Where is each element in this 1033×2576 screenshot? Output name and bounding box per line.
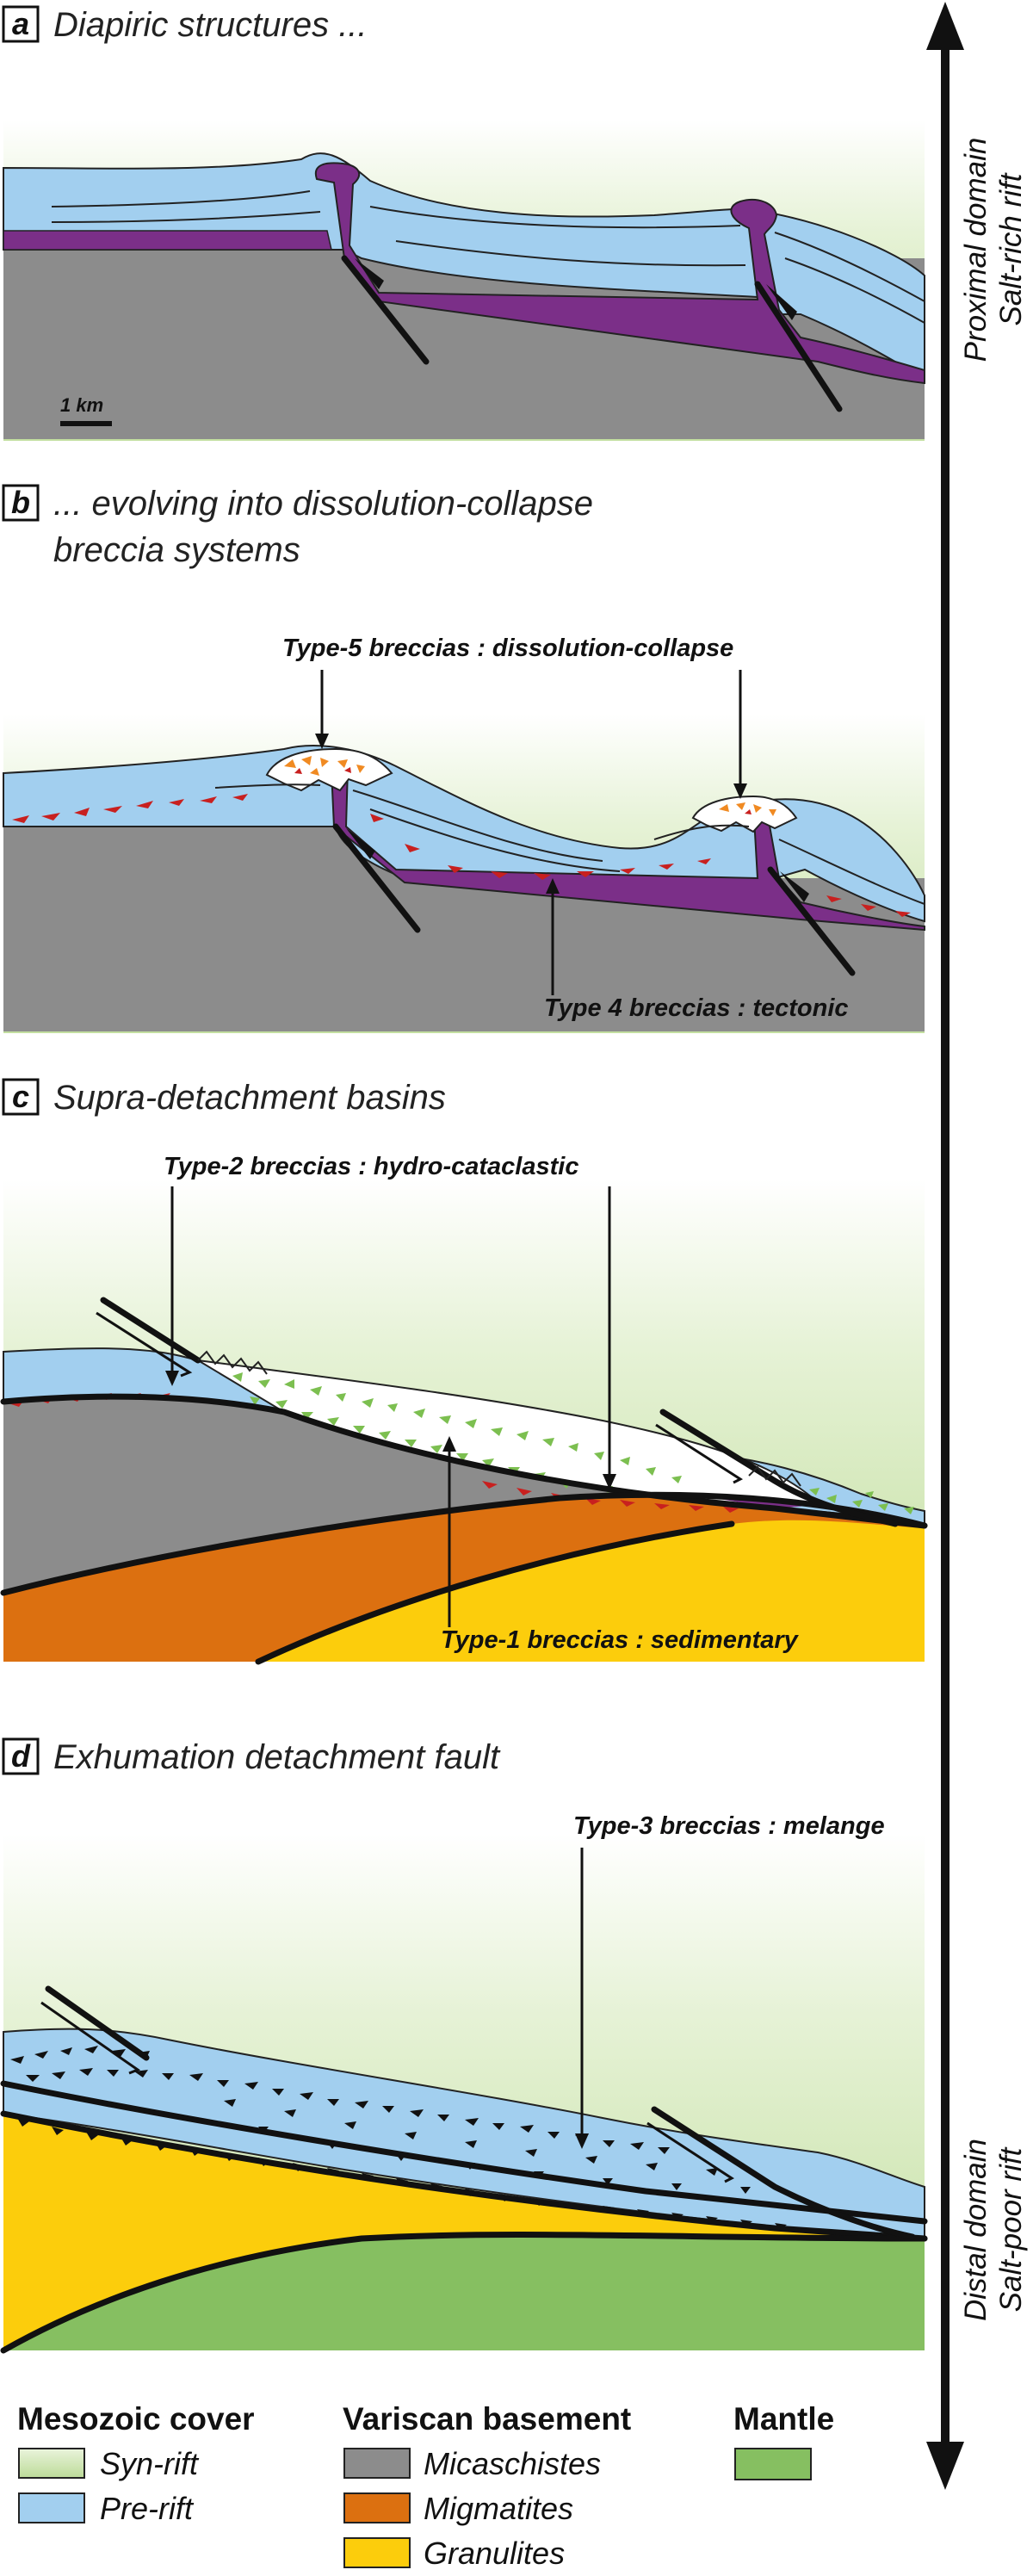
type1-breccias-label: Type-1 breccias : sedimentary bbox=[441, 1626, 800, 1654]
legend-migmatites-swatch bbox=[343, 2492, 411, 2523]
legend-mantle-swatch bbox=[734, 2448, 812, 2480]
panel-b-salt-remnants bbox=[330, 766, 925, 932]
axis-top-label-line1: Proximal domain bbox=[959, 138, 993, 362]
panel-b-normal-faults bbox=[332, 823, 856, 976]
axis-top-label-line2: Salt-rich rift bbox=[994, 172, 1028, 325]
panel-d-letter: d bbox=[11, 1738, 31, 1774]
panel-a-salt-layer bbox=[3, 230, 332, 251]
type4-pointer-head bbox=[546, 878, 560, 894]
type3-breccias-label: Type-3 breccias : melange bbox=[573, 1812, 885, 1840]
panel-c-letter: c bbox=[12, 1079, 29, 1114]
type1-pointer-head bbox=[442, 1436, 456, 1452]
type5-pointers bbox=[320, 670, 742, 790]
legend-micaschistes-label: Micaschistes bbox=[424, 2446, 601, 2481]
legend-variscan-heading: Variscan basement bbox=[343, 2401, 631, 2437]
legend-mesozoic-heading: Mesozoic cover bbox=[17, 2401, 255, 2437]
panel-c-fault-arrows bbox=[96, 1311, 744, 1484]
axis-bottom-label-line1: Distal domain bbox=[959, 2139, 993, 2321]
panel-a: a Diapiric structures ... 1 km bbox=[2, 5, 925, 441]
axis-arrow-up bbox=[926, 2, 964, 50]
panel-b-type4-tectonic-breccias bbox=[12, 794, 911, 917]
legend: Mesozoic cover Syn-rift Pre-rift Varisca… bbox=[17, 2401, 834, 2571]
panel-a-salt-diapirs bbox=[314, 162, 925, 385]
panel-d-granulites bbox=[3, 2114, 925, 2350]
axis-bottom-label-line2: Salt-poor rift bbox=[994, 2146, 1028, 2312]
scale-bar-label: 1 km bbox=[60, 394, 103, 416]
panel-a-normal-faults bbox=[341, 255, 843, 412]
legend-pre-rift-label: Pre-rift bbox=[100, 2491, 195, 2526]
panel-b-title-line2: breccia systems bbox=[53, 531, 300, 569]
panel-a-bedding-lines bbox=[51, 190, 925, 324]
type2-breccias-label: Type-2 breccias : hydro-cataclastic bbox=[164, 1153, 578, 1180]
scale-bar: 1 km bbox=[60, 394, 112, 426]
legend-migmatites-label: Migmatites bbox=[424, 2491, 573, 2526]
panel-a-letter: a bbox=[12, 6, 29, 41]
panel-c: c Supra-detachment basins bbox=[0, 1078, 928, 1665]
panel-b-letter-box bbox=[2, 484, 40, 522]
panel-a-micaschistes bbox=[3, 250, 925, 439]
type5-breccias-label: Type-5 breccias : dissolution-collapse bbox=[282, 635, 733, 662]
panel-a-letter-box bbox=[2, 5, 40, 43]
legend-granulites-label: Granulites bbox=[424, 2536, 565, 2571]
panel-d-letter-box bbox=[2, 1737, 40, 1775]
panel-b-type5-collapse-breccias bbox=[265, 747, 798, 833]
panel-b-micaschistes bbox=[3, 827, 925, 1031]
panel-c-detachment-faults bbox=[0, 1297, 928, 1665]
panel-c-fault-serrations bbox=[197, 1350, 801, 1487]
panel-c-letter-box bbox=[2, 1078, 40, 1116]
panel-a-fault-arrows bbox=[355, 258, 797, 320]
panel-b-title-line1: ... evolving into dissolution-collapse bbox=[53, 485, 593, 523]
legend-syn-rift-swatch bbox=[18, 2448, 85, 2479]
legend-micaschistes-swatch bbox=[343, 2448, 411, 2479]
panel-d: d Exhumation detachment fault bbox=[0, 1737, 928, 2354]
legend-syn-rift-label: Syn-rift bbox=[100, 2446, 200, 2481]
panel-b-fault-arrows bbox=[346, 828, 809, 902]
panel-b-letter: b bbox=[11, 485, 30, 520]
panel-c-title: Supra-detachment basins bbox=[53, 1079, 446, 1117]
panel-d-pre-rift bbox=[3, 2028, 925, 2240]
type3-pointer-head bbox=[575, 2133, 589, 2149]
legend-mantle-heading: Mantle bbox=[733, 2401, 834, 2437]
axis-arrow-down bbox=[926, 2442, 964, 2490]
panel-b: b ... evolving into dissolution-collapse… bbox=[2, 484, 925, 1033]
panel-a-title: Diapiric structures ... bbox=[53, 6, 368, 44]
legend-pre-rift-swatch bbox=[18, 2492, 85, 2523]
panel-b-bedding-lines bbox=[214, 783, 925, 905]
proximal-distal-axis: Proximal domain Salt-rich rift Distal do… bbox=[926, 2, 1028, 2490]
panel-d-detachment-faults bbox=[0, 1985, 928, 2354]
panel-c-granulites bbox=[258, 1520, 925, 1662]
type2-pointers bbox=[170, 1186, 611, 1479]
legend-granulites-swatch bbox=[343, 2537, 411, 2568]
panel-d-title: Exhumation detachment fault bbox=[53, 1738, 501, 1776]
type4-breccias-label: Type 4 breccias : tectonic bbox=[544, 994, 849, 1022]
panel-d-fault-arrows bbox=[40, 2001, 735, 2183]
